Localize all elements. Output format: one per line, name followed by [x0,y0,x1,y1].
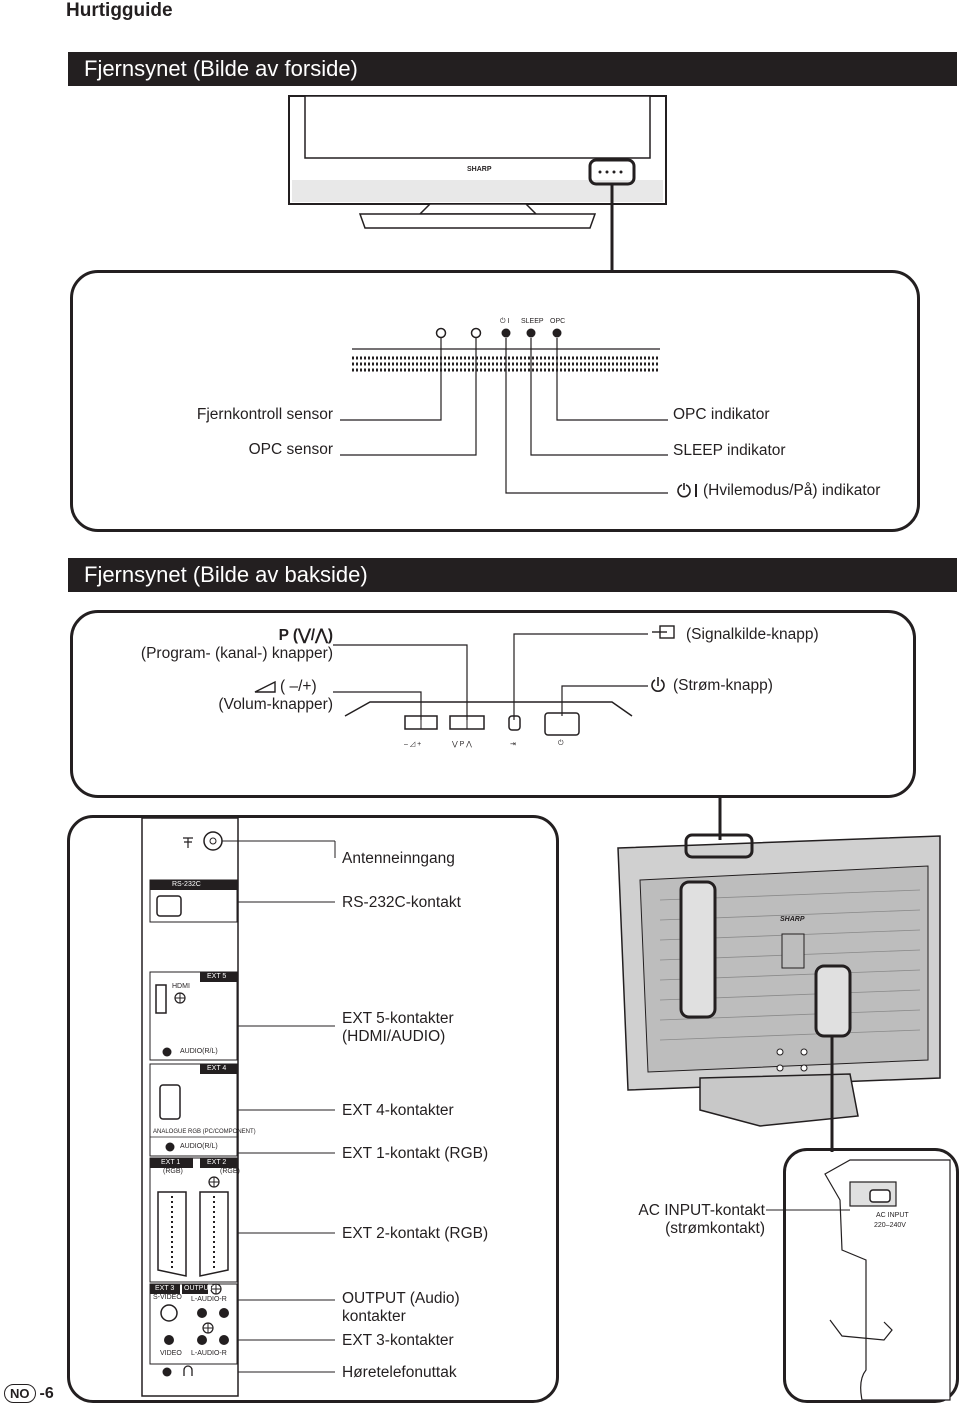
label-ext5-line2: (HDMI/AUDIO) [342,1028,446,1045]
label-ext1: EXT 1-kontakt (RGB) [342,1145,489,1162]
volume-button-print: – ◿ + [404,741,422,748]
ext2-scart-port [199,1191,229,1277]
rear-brand-logo: SHARP [780,916,805,923]
front-zoom-panel [70,270,920,532]
ac-zoom-panel [783,1148,959,1403]
ext4-vga-port [159,1084,181,1120]
label-power-indicator-group: (Hvilemodus/På) indikator [673,482,880,500]
label-ext4: EXT 4-kontakter [342,1102,454,1119]
ext2-rgb-print: (RGB) [220,1168,240,1175]
rear-button-highlight [684,833,754,859]
ext1-print: EXT 1 [161,1159,181,1166]
rs232c-port [156,895,182,917]
headphone-icon [183,1365,193,1376]
hdmi-port [155,984,167,1014]
program-button-print: ⋁ P ⋀ [452,741,472,748]
label-opc-indicator: OPC indikator [673,406,770,423]
label-power-button: (Strøm-knapp) [673,677,773,694]
opc-indicator-print: OPC [550,318,566,325]
ext5-print: EXT 5 [207,973,227,980]
rs232c-print: RS-232C [172,881,201,888]
country-badge: NO [4,1384,36,1403]
hdmi-print: HDMI [172,983,190,990]
output-audio-l-jack [197,1308,207,1318]
sleep-indicator-print: SLEEP [521,318,544,325]
label-program-buttons: (Program- (kanal-) knapper) [140,645,333,662]
label-rs232c: RS-232C-kontakt [342,894,461,911]
opc-sensor-dot [470,327,482,339]
headphone-jack [162,1367,172,1377]
svideo-port [160,1304,178,1322]
label-power-indicator: (Hvilemodus/På) indikator [703,482,881,499]
ext3-audio-l-jack [197,1335,207,1345]
page-footer: NO -6 [4,1384,54,1403]
front-brand-logo: SHARP [467,166,492,173]
label-headphone: Høretelefonuttak [342,1364,457,1381]
ac-input-socket [869,1189,891,1203]
label-remote-sensor: Fjernkontroll sensor [196,406,333,423]
power-icon [677,483,697,498]
connector-zoom-panel [67,815,559,1403]
label-ac-input-line2: (strømkontakt) [665,1220,765,1237]
output-print: OUTPUT [184,1285,213,1292]
svideo-print: S-VIDEO [153,1294,182,1301]
page-number: -6 [39,1384,54,1402]
input-button-print: ⇥ [510,741,516,748]
sleep-indicator-dot [526,328,536,338]
guide-title: Hurtigguide [66,0,173,21]
label-input-button: (Signalkilde-knapp) [686,626,819,643]
output-audio-r-jack [219,1308,229,1318]
label-antenna: Antenneinngang [342,850,455,867]
power-indicator-dot [501,328,511,338]
label-ext3: EXT 3-kontakter [342,1332,454,1349]
program-symbol: P (⋁/⋀) [278,627,333,644]
ac-input-print-line2: 220–240V [874,1222,906,1229]
ext4-print: EXT 4 [207,1065,227,1072]
remote-sensor-dot [435,327,447,339]
ext2-print: EXT 2 [207,1159,227,1166]
ext3-audio-print: L-AUDIO-R [191,1350,227,1357]
ext3-audio-r-jack [219,1335,229,1345]
label-output-line2: kontakter [342,1308,406,1325]
volume-symbol: ( –/+) [280,678,317,695]
label-ext2: EXT 2-kontakt (RGB) [342,1225,489,1242]
ext1-scart-port [157,1191,187,1277]
label-opc-sensor: OPC sensor [248,441,333,458]
output-audio-print: L-AUDIO-R [191,1296,227,1303]
rear-connector-highlight [679,880,717,1019]
back-section-title: Fjernsynet (Bilde av bakside) [68,558,957,592]
video-print: VIDEO [160,1350,182,1357]
ext3-video-jack [164,1335,174,1345]
ext4-audio-jack [165,1142,175,1152]
back-buttons-panel [70,610,916,798]
analogue-print: ANALOGUE RGB (PC/COMPONENT) [153,1129,256,1135]
ext5-audio-print: AUDIO(R/L) [180,1048,218,1055]
label-sleep-indicator: SLEEP indikator [673,442,786,459]
ac-input-print-line1: AC INPUT [876,1212,909,1219]
ext1-rgb-print: (RGB) [163,1168,183,1175]
ext4-audio-print: AUDIO(R/L) [180,1143,218,1150]
front-section-title: Fjernsynet (Bilde av forside) [68,52,957,86]
label-volume-buttons: (Volum-knapper) [218,696,333,713]
power-button-print: ⏻ [558,740,564,747]
ext3-print: EXT 3 [155,1285,175,1292]
label-ac-input-line1: AC INPUT-kontakt [638,1202,765,1219]
label-output-line1: OUTPUT (Audio) [342,1290,460,1307]
opc-indicator-dot [552,328,562,338]
power-indicator-print: ⏻ I [500,318,510,325]
ext5-audio-jack [162,1047,172,1057]
label-ext5-line1: EXT 5-kontakter [342,1010,454,1027]
